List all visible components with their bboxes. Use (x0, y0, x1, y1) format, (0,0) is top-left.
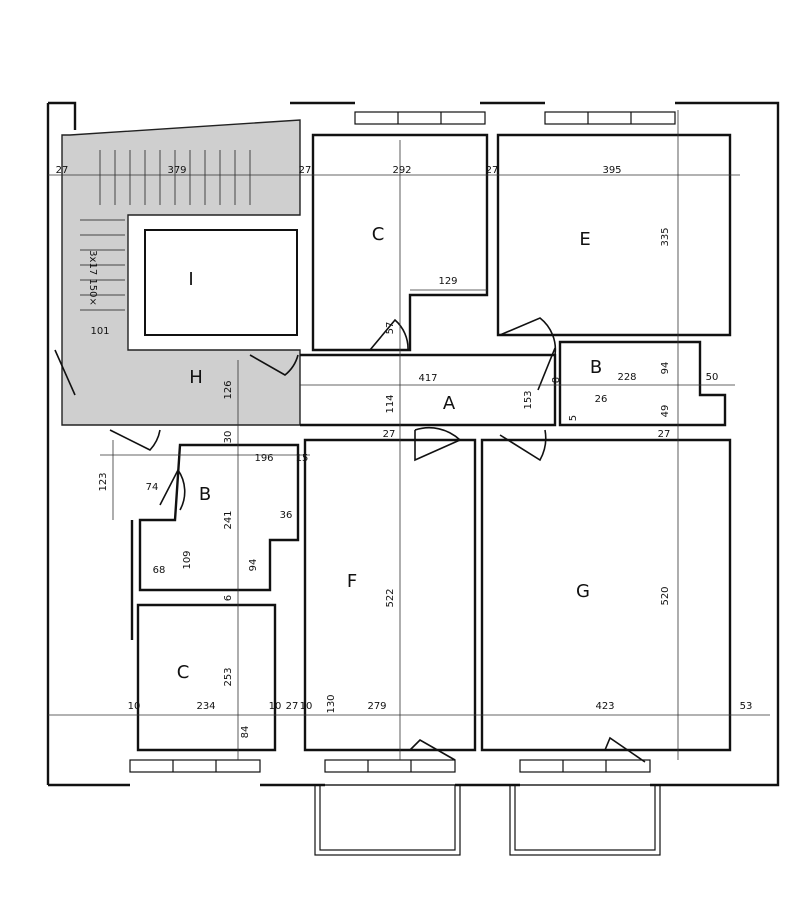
dim-label: 94 (248, 559, 259, 572)
dim-label: 101 (90, 326, 109, 337)
room-label-c-bottom: C (177, 662, 190, 683)
dim-label: 114 (385, 394, 396, 413)
dim-label: 123 (98, 472, 109, 491)
balconies (314, 784, 661, 856)
dim-label: 36 (280, 510, 293, 521)
dim-label: 126 (223, 380, 234, 399)
room-label-e: E (579, 229, 590, 250)
room-label-b-left: B (199, 484, 211, 505)
dim-label: 292 (392, 165, 411, 176)
dim-label: 234 (196, 701, 215, 712)
dim-label: 27 (383, 429, 396, 440)
dim-label: 228 (617, 372, 636, 383)
dim-label: 520 (660, 586, 671, 605)
dim-label: 395 (602, 165, 621, 176)
doors (54, 317, 646, 763)
dim-label: 335 (660, 227, 671, 246)
dim-label: 8 (551, 377, 562, 383)
dim-label: 10 (128, 701, 141, 712)
stair-core (61, 119, 301, 426)
dim-label: 279 (367, 701, 386, 712)
dimension-lines (48, 110, 770, 760)
dim-label: 241 (223, 510, 234, 529)
room-label-b-right: B (590, 357, 602, 378)
dim-label: 84 (240, 726, 251, 739)
dim-label: 27 (299, 165, 312, 176)
room-label-h: H (189, 367, 203, 388)
dim-label: 130 (326, 694, 337, 713)
room-label-a: A (443, 393, 456, 414)
dim-label: 68 (153, 565, 166, 576)
dim-label: 129 (438, 276, 457, 287)
dim-label: 49 (660, 405, 671, 418)
dim-label: 423 (595, 701, 614, 712)
windows (129, 111, 676, 773)
dim-label: 109 (182, 550, 193, 569)
dim-label: 522 (385, 588, 396, 607)
dim-label: 379 (167, 165, 186, 176)
dim-label: 253 (223, 667, 234, 686)
dimension-labels: 27 379 27 292 27 395 129 101 417 228 50 … (56, 165, 753, 738)
dim-label: 196 (254, 453, 273, 464)
dim-label: 27 (658, 429, 671, 440)
room-label-i: I (188, 269, 193, 290)
dim-label: 50 (706, 372, 719, 383)
dim-label: 26 (595, 394, 608, 405)
dim-label: 27 (286, 701, 299, 712)
dim-label: 5 (568, 415, 579, 421)
dim-label: 153 (523, 390, 534, 409)
dim-label: 10 (269, 701, 282, 712)
room-label-f: F (347, 571, 357, 592)
stair-note: 3x17 150× (87, 250, 98, 306)
dim-label: 57 (385, 322, 396, 335)
room-labels: C E I H A B B F G C (177, 224, 602, 683)
dim-label: 15 (296, 453, 309, 464)
dim-label: 27 (486, 165, 499, 176)
dim-label: 53 (740, 701, 753, 712)
dim-label: 417 (418, 373, 437, 384)
walls (46, 101, 780, 787)
dim-label: 10 (300, 701, 313, 712)
room-label-g: G (576, 581, 590, 602)
dim-label: 30 (223, 431, 234, 444)
room-label-c-top: C (372, 224, 385, 245)
dim-label: 27 (56, 165, 69, 176)
dim-label: 74 (146, 482, 159, 493)
dim-label: 94 (660, 362, 671, 375)
dim-label: 6 (223, 595, 234, 601)
